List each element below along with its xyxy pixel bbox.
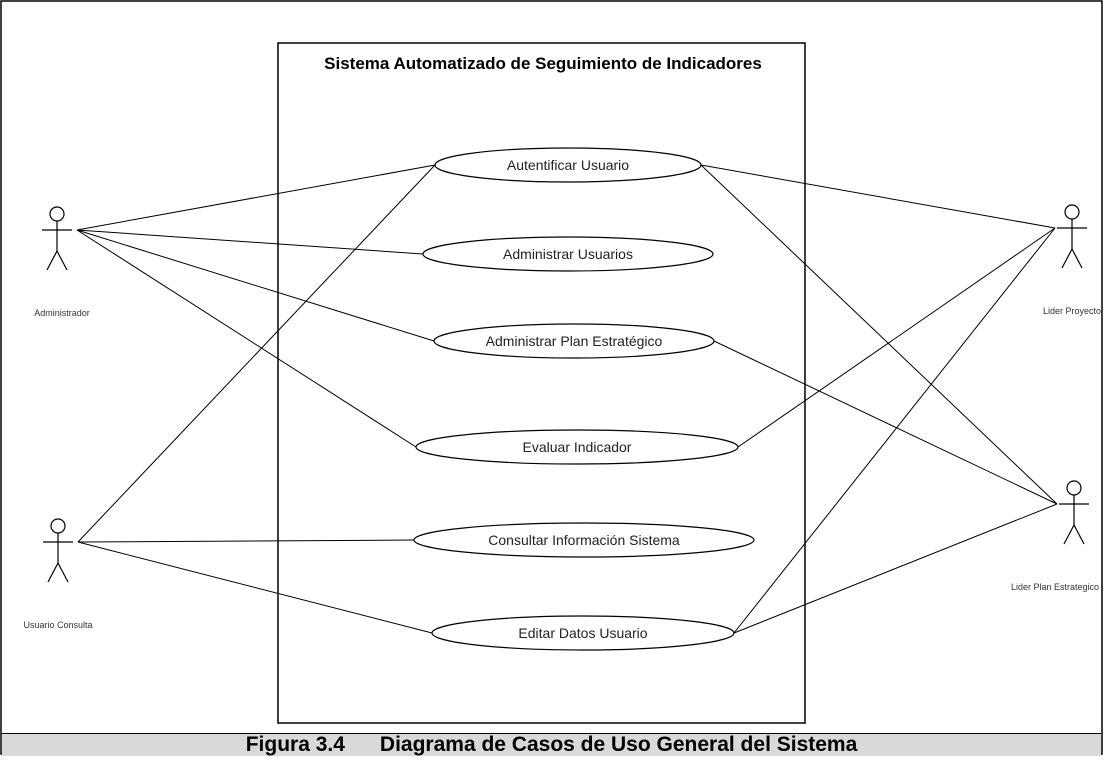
caption-bar: Figura 3.4 Diagrama de Casos de Uso Gene…: [2, 733, 1101, 756]
caption-text: Diagrama de Casos de Uso General del Sis…: [379, 733, 858, 756]
use-case-label: Administrar Usuarios: [503, 246, 633, 262]
actor-left-leg: [1061, 248, 1073, 269]
association-line-lider-proyecto-editar: [733, 227, 1056, 634]
use-case-admin-usuarios[interactable]: Administrar Usuarios: [422, 236, 714, 272]
association-line-administrador-autentificar: [76, 164, 436, 231]
actor-head: [49, 206, 65, 222]
actor-right-leg: [1073, 524, 1085, 545]
association-line-usuario-consulta-consultar: [77, 539, 415, 543]
actor-usuario-consulta[interactable]: Usuario Consulta: [23, 518, 93, 630]
associations: [76, 164, 1058, 634]
association-line-administrador-evaluar: [76, 229, 417, 448]
actor-head: [1066, 480, 1082, 496]
use-case-label: Consultar Información Sistema: [488, 532, 680, 548]
system-title: Sistema Automatizado de Seguimiento de I…: [324, 54, 762, 73]
use-case-label: Autentificar Usuario: [507, 157, 629, 173]
actor-head: [1064, 204, 1080, 220]
use-case-label: Editar Datos Usuario: [518, 625, 647, 641]
actor-right-leg: [56, 250, 68, 271]
association-line-lider-proyecto-evaluar: [737, 227, 1056, 448]
use-case-admin-plan[interactable]: Administrar Plan Estratégico: [433, 323, 715, 359]
association-line-usuario-consulta-editar: [77, 541, 433, 634]
system-boundary: [277, 42, 806, 724]
actor-label: Usuario Consulta: [23, 620, 92, 630]
use-case-editar[interactable]: Editar Datos Usuario: [431, 615, 735, 651]
association-line-lider-proyecto-autentificar: [700, 164, 1056, 229]
actor-lider-proyecto[interactable]: Lider Proyecto: [1043, 204, 1101, 316]
actor-label: Lider Plan Estrategico: [1011, 582, 1099, 592]
use-case-consultar[interactable]: Consultar Información Sistema: [413, 522, 755, 558]
actor-head: [50, 518, 66, 534]
actor-right-leg: [1071, 248, 1083, 269]
use-case-ellipse: [413, 522, 755, 558]
use-case-ellipse: [434, 147, 702, 183]
actor-left-leg: [47, 562, 59, 583]
actor-right-leg: [57, 562, 69, 583]
use-case-evaluar[interactable]: Evaluar Indicador: [415, 429, 739, 465]
association-line-administrador-admin-usuarios: [76, 229, 424, 255]
use-case-label: Administrar Plan Estratégico: [486, 333, 663, 349]
actor-left-leg: [46, 250, 58, 271]
association-line-administrador-admin-plan: [76, 229, 435, 342]
association-line-lider-plan-editar: [733, 503, 1058, 634]
use-case-ellipse: [422, 236, 714, 272]
figure-caption: Figura 3.4 Diagrama de Casos de Uso Gene…: [2, 734, 1101, 756]
association-line-lider-plan-autentificar: [700, 164, 1058, 505]
actor-administrador[interactable]: Administrador: [34, 206, 90, 318]
caption-number: Figura 3.4: [245, 733, 345, 756]
use-case-label: Evaluar Indicador: [523, 439, 632, 455]
association-line-lider-plan-admin-plan: [713, 340, 1058, 505]
actor-lider-plan[interactable]: Lider Plan Estrategico: [1011, 480, 1099, 592]
use-case-autentificar[interactable]: Autentificar Usuario: [434, 147, 702, 183]
use-case-ellipse: [415, 429, 739, 465]
use-case-ellipse: [433, 323, 715, 359]
use-case-ellipse: [431, 615, 735, 651]
actor-label: Lider Proyecto: [1043, 306, 1101, 316]
association-line-usuario-consulta-autentificar: [77, 164, 436, 543]
caption-gap: [345, 733, 380, 756]
actor-label: Administrador: [34, 308, 90, 318]
actor-left-leg: [1063, 524, 1075, 545]
